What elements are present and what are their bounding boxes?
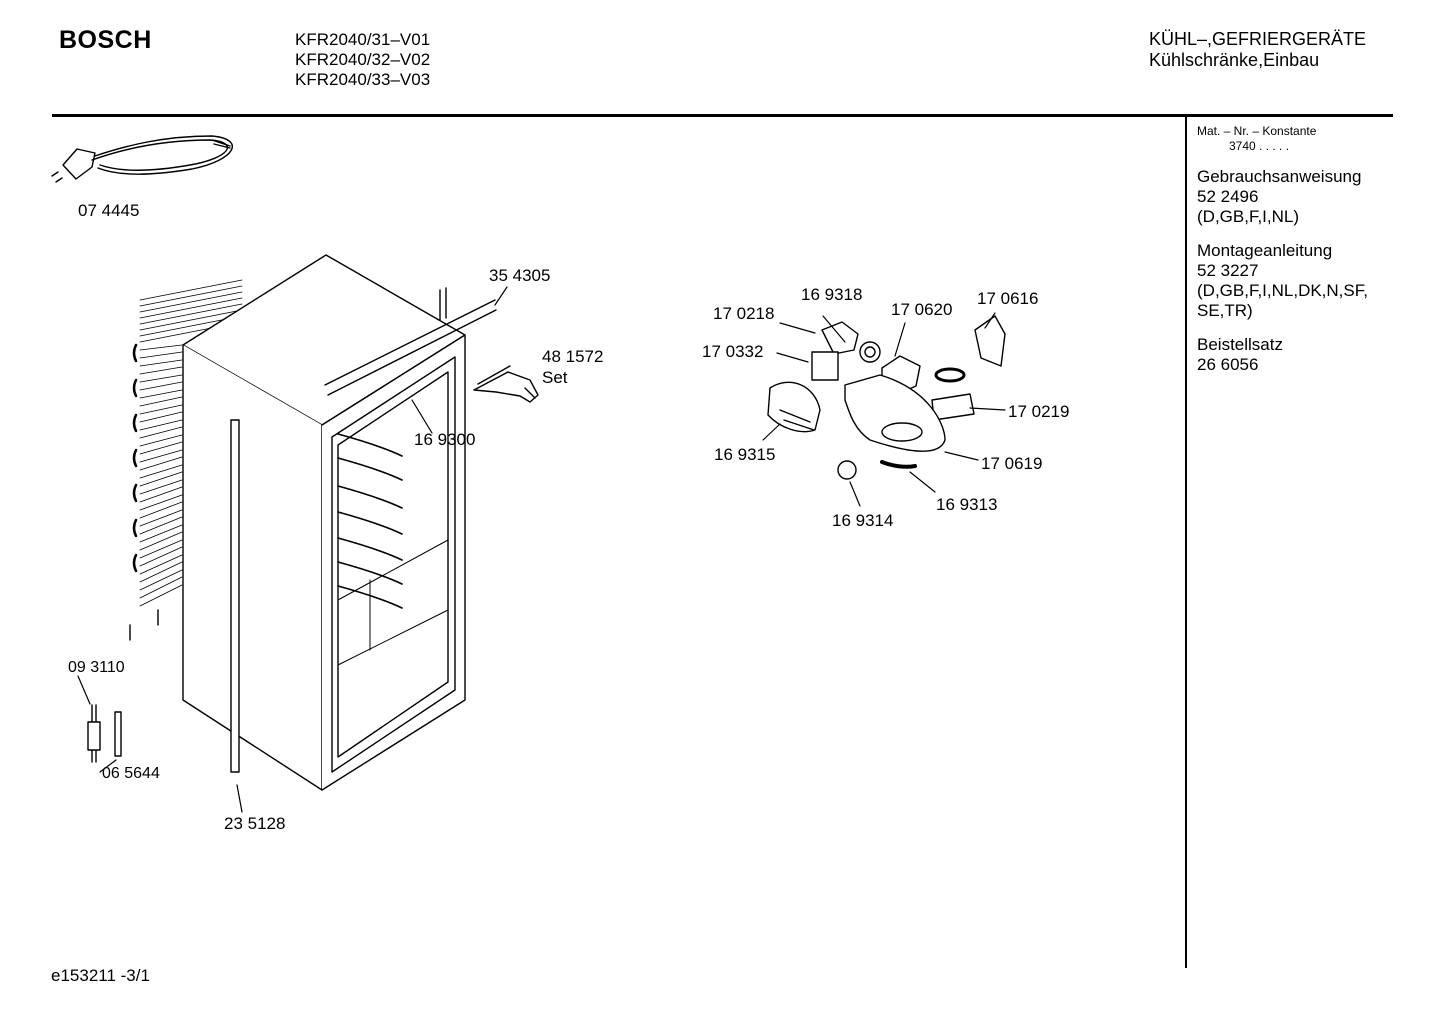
doc-languages: (D,GB,F,I,NL)	[1197, 207, 1300, 226]
part-label: 06 5644	[102, 765, 160, 782]
part-label: 16 9300	[414, 430, 476, 449]
part-label: 07 4445	[78, 201, 140, 220]
model-item: KFR2040/33–V03	[295, 70, 431, 89]
part-label: 16 9318	[801, 285, 863, 304]
category: KÜHL–,GEFRIERGERÄTE Kühlschränke,Einbau	[1149, 29, 1366, 71]
hinge-bracket-icon	[473, 365, 539, 403]
doc-languages: (D,GB,F,I,NL,DK,N,SF,	[1197, 281, 1368, 300]
part-label: 17 0218	[713, 304, 775, 323]
part-label: 23 5128	[224, 814, 286, 833]
part-label: 17 0616	[977, 289, 1039, 308]
doc-languages: SE,TR)	[1197, 301, 1253, 320]
mat-number-value: 3740 . . . . .	[1229, 139, 1290, 153]
doc-block: Gebrauchsanweisung 52 2496 (D,GB,F,I,NL)	[1197, 167, 1368, 227]
part-label: 09 3110	[68, 659, 125, 676]
category-line: KÜHL–,GEFRIERGERÄTE	[1149, 29, 1367, 49]
part-label: 16 9313	[936, 495, 998, 514]
power-cable-icon	[51, 135, 233, 183]
part-label: 35 4305	[489, 266, 551, 285]
cabinet-body-icon	[182, 254, 497, 791]
part-label: 17 0619	[981, 454, 1043, 473]
model-item: KFR2040/31–V01	[295, 30, 431, 49]
sidebar: Mat. – Nr. – Konstante 3740 . . . . . Ge…	[1197, 124, 1368, 375]
part-label: 17 0620	[891, 300, 953, 319]
part-label: 48 1572	[542, 347, 604, 366]
category-line: Kühlschränke,Einbau	[1149, 50, 1320, 70]
doc-number: 52 2496	[1197, 187, 1259, 206]
doc-title: Gebrauchsanweisung	[1197, 167, 1362, 186]
doc-block: Montageanleitung 52 3227 (D,GB,F,I,NL,DK…	[1197, 241, 1368, 321]
part-label: 17 0332	[702, 342, 764, 361]
brand-logo: BOSCH	[59, 26, 152, 54]
doc-block: Beistellsatz 26 6056	[1197, 335, 1368, 375]
sidebar-divider	[1185, 116, 1187, 968]
exploded-view-drawing	[51, 135, 1006, 813]
header-divider	[52, 114, 1393, 117]
sensor-icon	[87, 704, 122, 763]
doc-number: 26 6056	[1197, 355, 1259, 374]
part-label: 16 9315	[714, 445, 776, 464]
part-label: 17 0219	[1008, 402, 1070, 421]
leader-lines	[77, 286, 1006, 813]
diagram-code: e153211 -3/1	[51, 966, 150, 985]
doc-number: 52 3227	[1197, 261, 1259, 280]
doc-title: Montageanleitung	[1197, 241, 1333, 260]
model-item: KFR2040/32–V02	[295, 50, 431, 69]
part-label: 16 9314	[832, 511, 894, 530]
part-label: Set	[542, 368, 568, 387]
lamp-assembly-icon	[767, 315, 1006, 480]
condenser-coil-icon	[129, 279, 243, 641]
model-list: KFR2040/31–V01 KFR2040/32–V02 KFR2040/33…	[295, 30, 430, 90]
doc-title: Beistellsatz	[1197, 335, 1283, 354]
mat-number-title: Mat. – Nr. – Konstante	[1197, 124, 1317, 138]
